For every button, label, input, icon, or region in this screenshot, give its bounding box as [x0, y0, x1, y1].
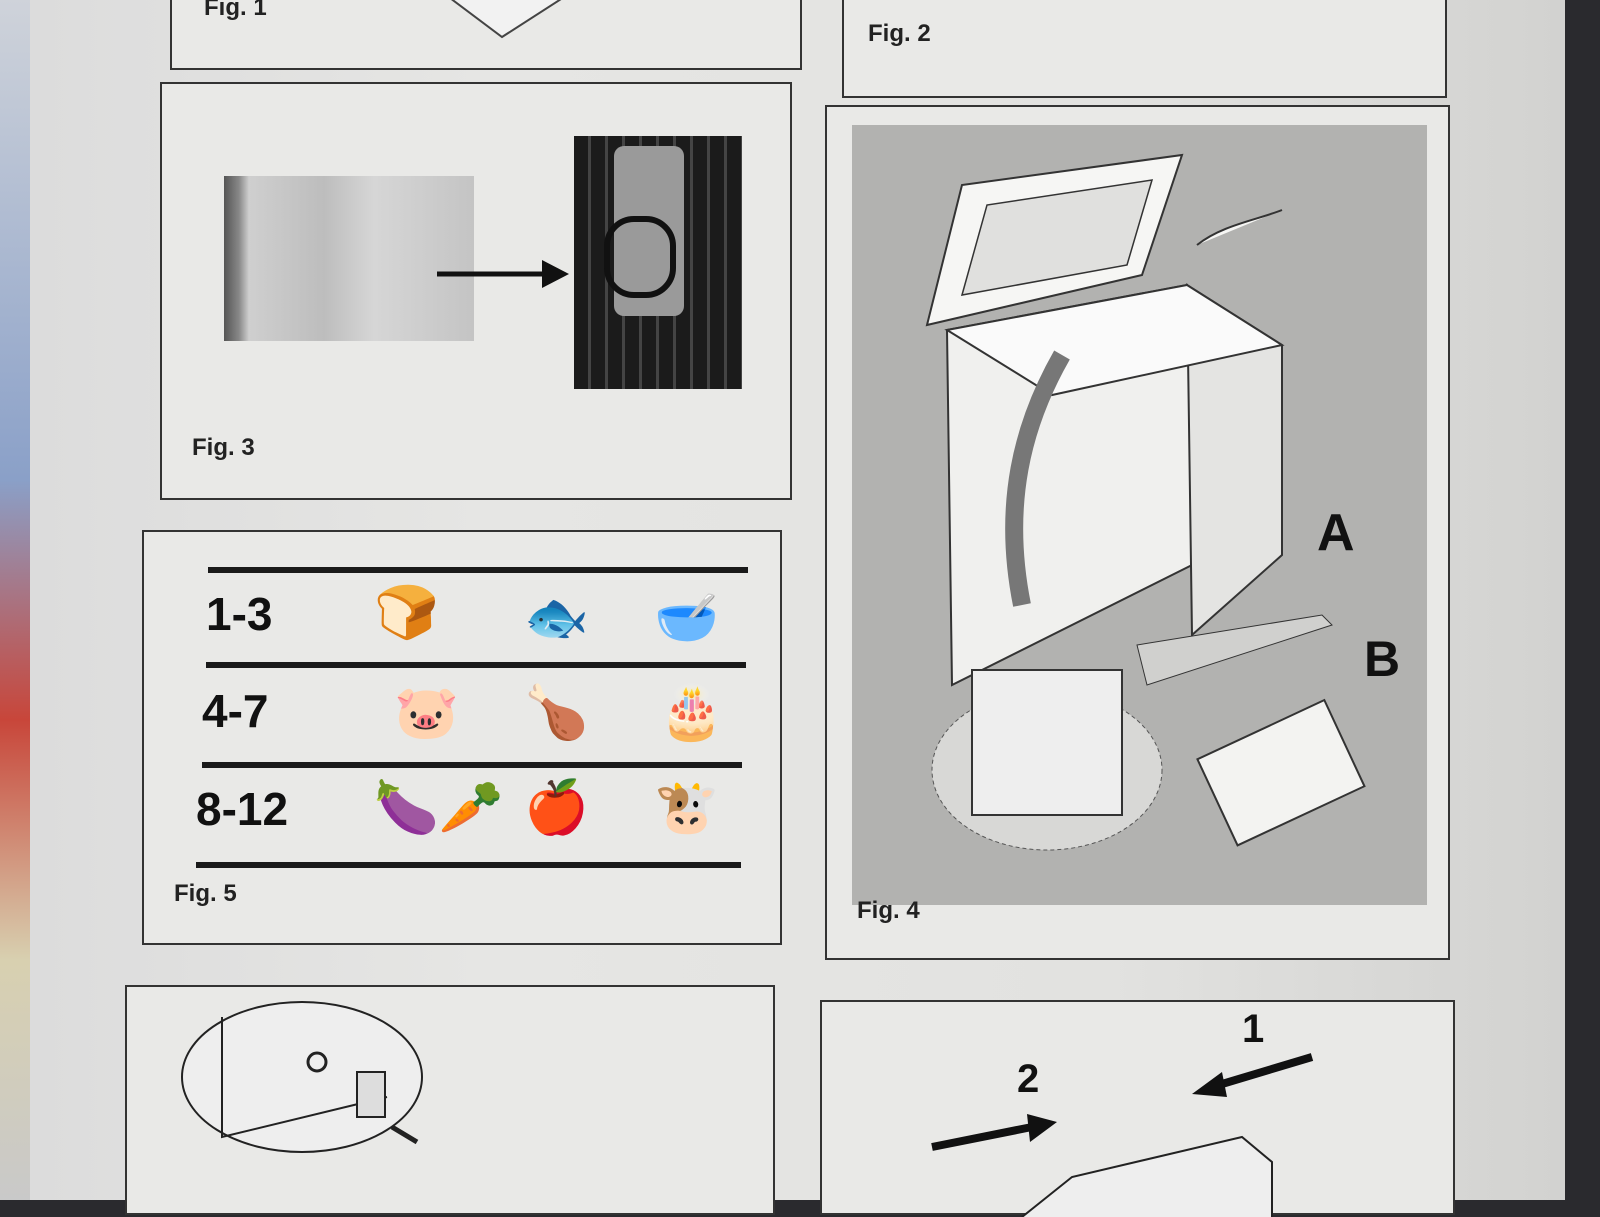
figure-3-caption: Fig. 3: [192, 434, 255, 461]
figure-1-panel: Fig. 1: [170, 0, 802, 70]
figure-3-panel: Fig. 3: [160, 82, 792, 500]
step-1-label: 1: [1242, 1007, 1265, 1051]
freezer-illustration: A B: [852, 125, 1427, 905]
poultry-icon: 🍗: [524, 684, 589, 742]
table-rule: [206, 662, 746, 668]
foot-adjust-illustration: [181, 1001, 423, 1153]
freezer-photo: [224, 176, 474, 341]
pig-icon: 🐷: [394, 684, 459, 742]
figure-7-panel: 1 2: [820, 1000, 1455, 1217]
fruit-icon: 🍎: [524, 779, 589, 837]
step-2-label: 2: [1017, 1057, 1040, 1101]
cow-icon: 🐮: [654, 779, 719, 837]
figure-1-illustration: [451, 0, 562, 39]
figure-5-caption: Fig. 5: [174, 880, 237, 907]
label-b: B: [1364, 631, 1401, 687]
figure-4-caption: Fig. 4: [857, 897, 920, 924]
figure-2-panel: Fig. 2: [842, 0, 1447, 98]
bowl-icon: 🥣: [654, 589, 719, 647]
arrow-icon: [437, 260, 569, 288]
storage-range: 8-12: [196, 783, 289, 835]
figure-4-panel: A B Fig. 4: [825, 105, 1450, 960]
figure-1-caption: Fig. 1: [204, 0, 267, 21]
manual-page: Fig. 1 Fig. 2 Fig. 3: [30, 0, 1565, 1217]
fish-icon: 🐟: [524, 589, 589, 647]
label-a: A: [1317, 504, 1355, 562]
bread-icon: 🍞: [374, 584, 439, 642]
step-arrows: [931, 1053, 1314, 1217]
storage-range: 1-3: [206, 588, 273, 640]
figure-2-caption: Fig. 2: [868, 20, 931, 47]
storage-range: 4-7: [202, 685, 269, 737]
table-rule: [196, 862, 741, 868]
vegetables-icon: 🍆🥕: [374, 779, 504, 837]
table-rule: [208, 567, 748, 573]
figure-6-panel: [125, 985, 775, 1215]
cake-icon: 🎂: [659, 684, 724, 742]
table-rule: [202, 762, 742, 768]
hinge-closeup-photo: [574, 136, 742, 389]
figure-5-panel: 1-3 🍞 🐟 🥣 4-7 🐷 🍗 🎂 8-12 🍆🥕 🍎 🐮 Fig. 5: [142, 530, 782, 945]
background-edge: [0, 0, 30, 1200]
